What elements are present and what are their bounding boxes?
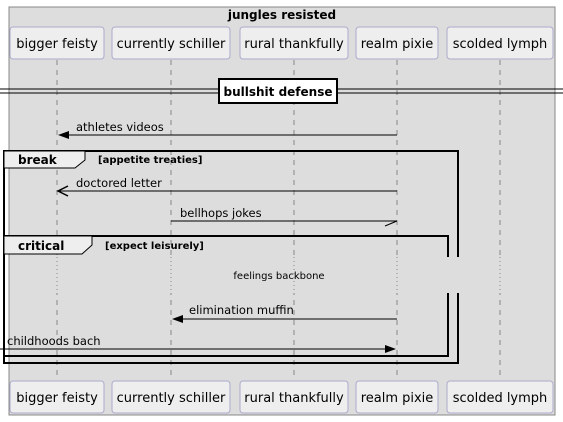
participant-box-currently-schiller-bottom[interactable] — [111, 380, 231, 414]
delay-label: feelings backbone — [233, 271, 324, 282]
fragment-critical-keyword: critical — [18, 239, 64, 253]
participant-box-bigger-feisty[interactable] — [9, 26, 105, 60]
participant-box-realm-pixie-bottom[interactable] — [355, 380, 439, 414]
participant-box-rural-thankfully-bottom[interactable] — [239, 380, 349, 414]
message-label: childhoods bach — [7, 334, 101, 348]
message-label: bellhops jokes — [180, 206, 262, 220]
participant-label-bigger-feisty-bottom: bigger feisty — [16, 391, 98, 406]
message-label: doctored letter — [76, 176, 162, 190]
participant-box-currently-schiller[interactable] — [111, 26, 231, 60]
half-arrowhead-icon — [384, 220, 398, 227]
message-label: elimination muffin — [189, 303, 294, 317]
message-elimination-muffin[interactable]: elimination muffin — [172, 303, 397, 323]
participant-label-realm-pixie: realm pixie — [361, 37, 434, 52]
fragment-critical-condition: [expect leisurely] — [105, 241, 204, 252]
participant-label-rural-thankfully: rural thankfully — [244, 37, 344, 52]
fragment-critical-tab — [3, 235, 93, 255]
open-arrowhead-icon — [56, 185, 69, 197]
participant-label-realm-pixie-bottom: realm pixie — [361, 391, 434, 406]
participant-box-realm-pixie[interactable] — [355, 26, 439, 60]
participant-label-currently-schiller: currently schiller — [117, 37, 226, 52]
participant-label-rural-thankfully-bottom: rural thankfully — [244, 391, 344, 406]
participant-group-box — [8, 6, 556, 416]
participant-box-bigger-feisty-bottom[interactable] — [9, 380, 105, 414]
participant-label-scolded-lymph-bottom: scolded lymph — [453, 391, 548, 406]
group-title: jungles resisted — [227, 8, 336, 22]
delay: feelings backbone — [10, 257, 553, 293]
fragment-break-condition: [appetite treaties] — [98, 155, 202, 166]
fragment-break-keyword: break — [18, 153, 58, 167]
participant-label-currently-schiller-bottom: currently schiller — [117, 391, 226, 406]
divider-label: bullshit defense — [224, 85, 333, 99]
delay-mask — [10, 257, 553, 293]
participant-box-rural-thankfully[interactable] — [239, 26, 349, 60]
participants-top: bigger feisty currently schiller rural t… — [9, 26, 554, 60]
fragment-critical-frame — [3, 235, 449, 357]
arrowhead-icon — [172, 315, 183, 323]
message-athletes-videos[interactable]: athletes videos — [58, 120, 397, 139]
message-childhoods-bach[interactable]: childhoods bach — [0, 334, 396, 353]
participant-label-bigger-feisty: bigger feisty — [16, 37, 98, 52]
fragment-break-tab — [3, 150, 86, 169]
participant-label-scolded-lymph: scolded lymph — [453, 37, 548, 52]
participant-box-scolded-lymph-bottom[interactable] — [446, 380, 554, 414]
message-doctored-letter[interactable]: doctored letter — [56, 176, 397, 197]
divider-label-box — [218, 78, 338, 104]
participant-box-scolded-lymph[interactable] — [446, 26, 554, 60]
arrowhead-icon — [385, 345, 396, 353]
divider: bullshit defense — [0, 78, 563, 104]
message-bellhops-jokes[interactable]: bellhops jokes — [171, 206, 398, 227]
message-label: athletes videos — [76, 120, 164, 134]
fragment-critical: critical [expect leisurely] — [3, 235, 449, 357]
participants-bottom: bigger feisty currently schiller rural t… — [9, 380, 554, 414]
arrowhead-icon — [58, 131, 69, 139]
